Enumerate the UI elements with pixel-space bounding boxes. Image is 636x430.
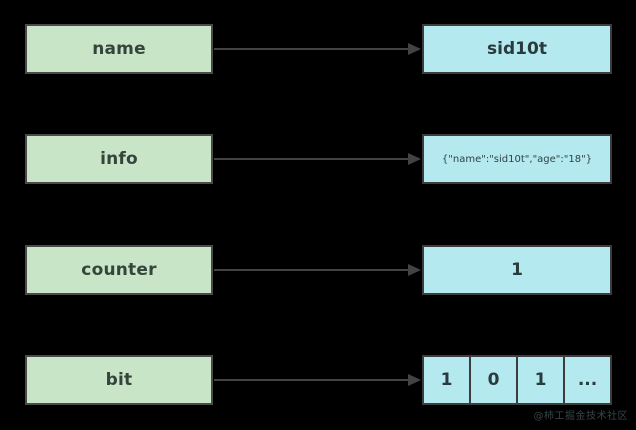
key-label-bit: bit bbox=[105, 370, 133, 390]
diagram-row-name: name sid10t bbox=[0, 24, 636, 76]
bit-cell-label: 1 bbox=[534, 370, 547, 390]
arrow-counter bbox=[214, 264, 422, 276]
arrow-head-icon bbox=[408, 264, 421, 276]
arrow-line-icon bbox=[214, 158, 410, 160]
value-label-info: {"name":"sid10t","age":"18"} bbox=[441, 153, 593, 165]
value-box-bit: 1 0 1 ... bbox=[422, 355, 612, 405]
bit-cell: 1 bbox=[424, 357, 471, 403]
bit-cell-label: 1 bbox=[440, 370, 453, 390]
bit-cell-label: ... bbox=[577, 370, 598, 390]
arrow-head-icon bbox=[408, 374, 421, 386]
diagram-row-bit: bit 1 0 1 ... bbox=[0, 355, 636, 407]
diagram-row-info: info {"name":"sid10t","age":"18"} bbox=[0, 134, 636, 186]
value-box-counter: 1 bbox=[422, 245, 612, 295]
arrow-head-icon bbox=[408, 153, 421, 165]
value-label-counter: 1 bbox=[511, 260, 523, 280]
key-box-bit: bit bbox=[25, 355, 213, 405]
key-box-counter: counter bbox=[25, 245, 213, 295]
diagram-row-counter: counter 1 bbox=[0, 245, 636, 297]
key-box-name: name bbox=[25, 24, 213, 74]
value-box-name: sid10t bbox=[422, 24, 612, 74]
bit-cell: 1 bbox=[518, 357, 565, 403]
bit-cell: 0 bbox=[471, 357, 518, 403]
arrow-bit bbox=[214, 374, 422, 386]
bit-cell-label: 0 bbox=[487, 370, 500, 390]
arrow-name bbox=[214, 43, 422, 55]
value-box-info: {"name":"sid10t","age":"18"} bbox=[422, 134, 612, 184]
key-label-name: name bbox=[92, 39, 146, 59]
arrow-line-icon bbox=[214, 48, 410, 50]
arrow-info bbox=[214, 153, 422, 165]
key-label-counter: counter bbox=[81, 260, 157, 280]
key-box-info: info bbox=[25, 134, 213, 184]
arrow-head-icon bbox=[408, 43, 421, 55]
value-label-name: sid10t bbox=[487, 39, 547, 59]
arrow-line-icon bbox=[214, 379, 410, 381]
watermark-text: @柿工掘金技术社区 bbox=[533, 411, 628, 422]
key-label-info: info bbox=[100, 149, 138, 169]
arrow-line-icon bbox=[214, 269, 410, 271]
bit-cell: ... bbox=[565, 357, 610, 403]
